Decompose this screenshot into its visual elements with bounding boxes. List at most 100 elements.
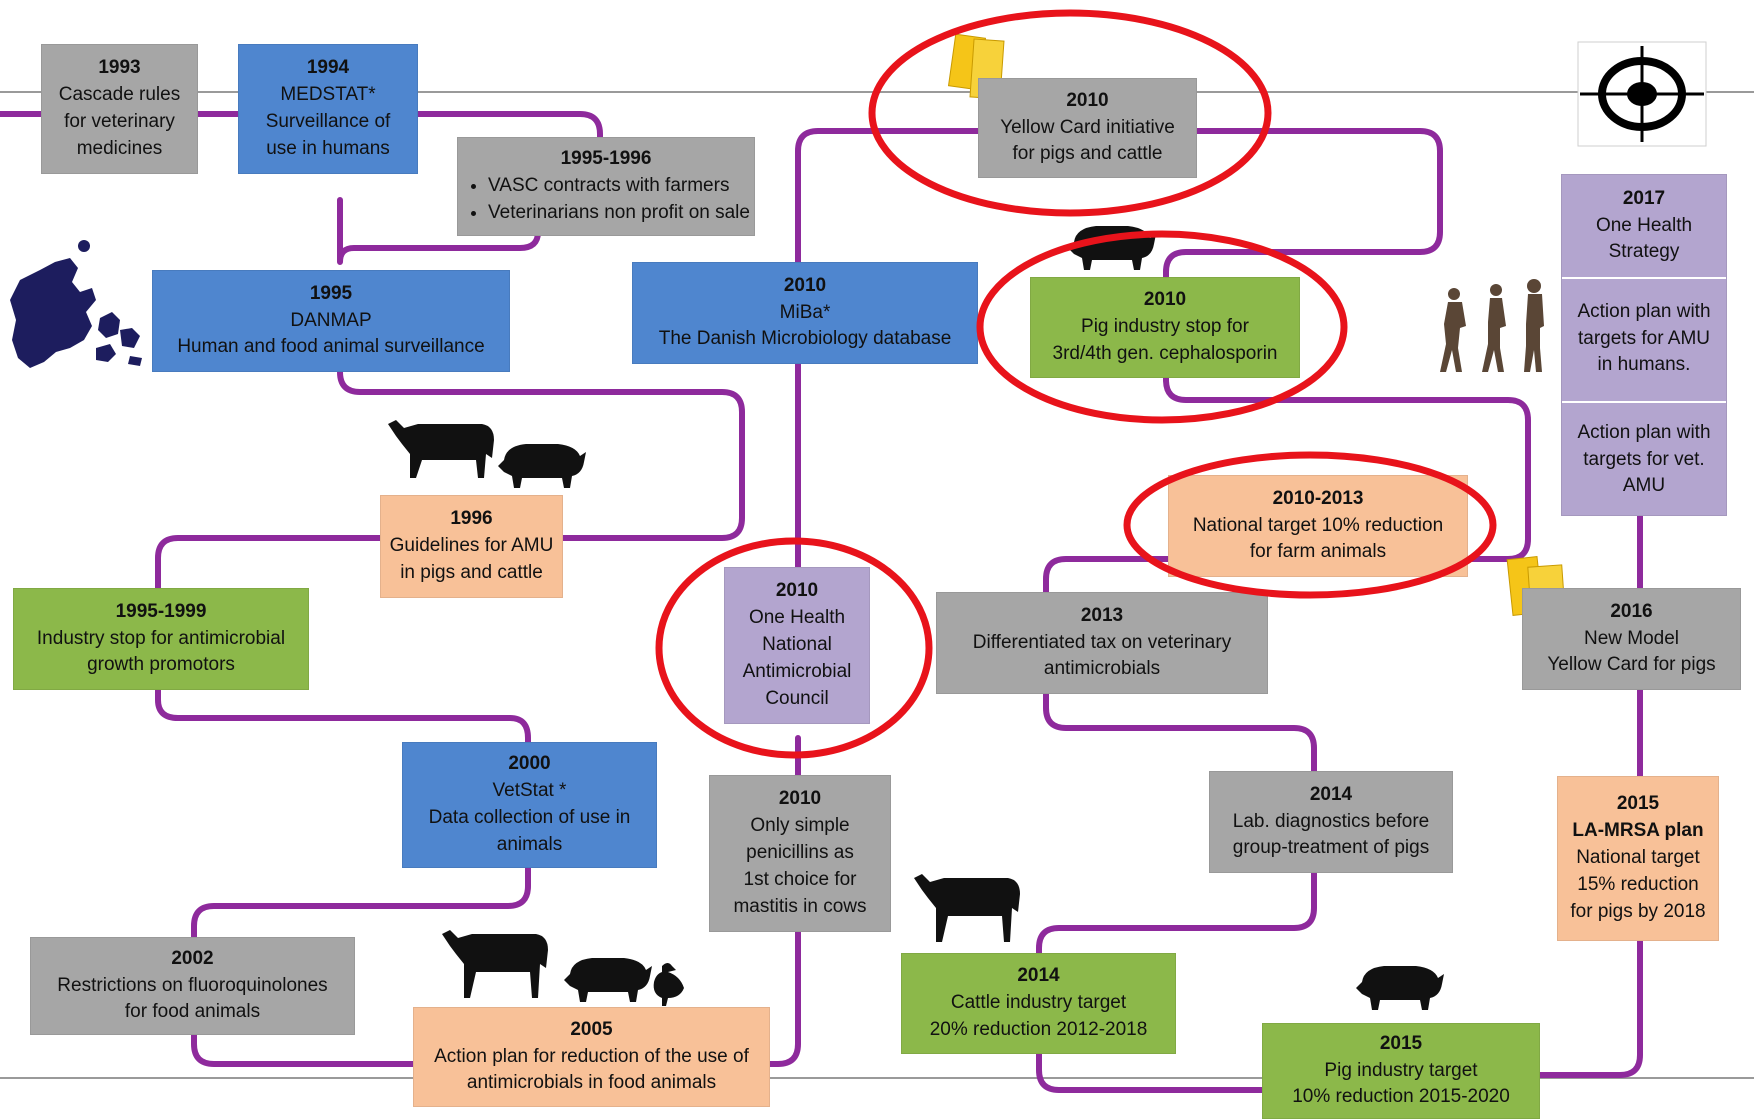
event-year: 2005	[570, 1018, 613, 1040]
event-year: 1995	[309, 282, 353, 304]
event-1994-medstat: 1994 MEDSTAT* Surveillance of use in hum…	[238, 44, 418, 174]
section-divider	[1562, 277, 1726, 279]
event-text: AMU	[1622, 475, 1666, 497]
event-year: 1994	[306, 57, 350, 79]
event-text: VetStat *	[492, 780, 567, 802]
event-text: 1st choice for	[743, 868, 857, 890]
highlight-ellipse-pig-industry-stop	[976, 230, 1348, 424]
section-divider	[1562, 401, 1726, 403]
pig-icon	[1356, 966, 1444, 1010]
event-text: group-treatment of pigs	[1232, 837, 1430, 859]
event-2010-one-health-council: 2010 One Health National Antimicrobial C…	[724, 567, 870, 724]
event-text: Pig industry target	[1324, 1059, 1478, 1081]
target-icon	[1577, 41, 1707, 147]
event-text: medicines	[76, 137, 163, 159]
event-text: Strategy	[1608, 241, 1680, 263]
event-text: One Health	[1595, 214, 1693, 236]
event-text: New Model	[1583, 627, 1680, 649]
event-text: National target	[1576, 847, 1700, 869]
event-2005-action-plan: 2005 Action plan for reduction of the us…	[413, 1007, 770, 1107]
event-1995-1996-vasc: 1995-1996 VASC contracts with farmers Ve…	[457, 137, 755, 236]
event-2014-cattle-target: 2014 Cattle industry target 20% reductio…	[901, 953, 1176, 1054]
event-text: MEDSTAT*	[280, 84, 376, 106]
event-text: Guidelines for AMU	[389, 535, 554, 557]
event-2000-vetstat: 2000 VetStat * Data collection of use in…	[402, 742, 657, 868]
highlight-ellipse-one-health-council	[655, 537, 933, 759]
event-year: 2015	[1379, 1032, 1423, 1054]
event-year: 2014	[1309, 783, 1353, 805]
event-text: 10% reduction 2015-2020	[1292, 1086, 1510, 1108]
event-year: 2010	[1143, 289, 1187, 311]
pig-icon	[498, 444, 586, 488]
event-text: use in humans	[266, 137, 390, 159]
highlight-ellipse-national-target	[1123, 451, 1497, 599]
event-text: antimicrobials	[1043, 658, 1161, 680]
event-text: National target 10% reduction	[1192, 514, 1444, 536]
event-text: Yellow Card for pigs	[1547, 654, 1716, 676]
event-year: 2002	[171, 947, 214, 969]
event-text: in humans.	[1597, 354, 1691, 376]
event-text: Action plan with	[1577, 300, 1711, 322]
event-2015-la-mrsa-plan: 2015 LA-MRSA plan National target 15% re…	[1557, 776, 1719, 941]
vet-action-plan-section: Action plan with targets for vet. AMU	[1562, 403, 1726, 517]
event-text: animals	[496, 833, 563, 855]
cow-icon	[388, 420, 494, 478]
event-year: 2013	[1080, 604, 1124, 626]
event-text: for pigs and cattle	[1012, 143, 1163, 165]
event-text: antimicrobials in food animals	[466, 1072, 717, 1094]
cow-icon	[442, 930, 548, 998]
chicken-icon	[653, 963, 684, 1006]
event-2013-differentiated-tax: 2013 Differentiated tax on veterinary an…	[936, 592, 1268, 694]
event-text: Antimicrobial	[742, 660, 852, 682]
event-text: Industry stop for antimicrobial	[36, 627, 286, 649]
event-text: for food animals	[124, 1001, 261, 1023]
event-text: 3rd/4th gen. cephalosporin	[1052, 342, 1278, 364]
event-text: One Health	[748, 607, 846, 629]
event-year: 2010	[778, 788, 822, 810]
pig-icon	[564, 958, 652, 1002]
event-2010-pig-industry-stop: 2010 Pig industry stop for 3rd/4th gen. …	[1030, 277, 1300, 378]
strategy-section: 2017 One Health Strategy	[1562, 175, 1726, 277]
event-text: Only simple	[750, 815, 850, 837]
event-text: Council	[765, 687, 829, 709]
event-text: MiBa*	[779, 301, 831, 323]
event-2014-lab-diagnostics: 2014 Lab. diagnostics before group-treat…	[1209, 771, 1453, 873]
event-text: targets for AMU	[1578, 327, 1710, 349]
event-2017-one-health-strategy: 2017 One Health Strategy Action plan wit…	[1561, 174, 1727, 516]
event-1993-cascade-rules: 1993 Cascade rules for veterinary medici…	[41, 44, 198, 174]
event-2010-2013-national-target: 2010-2013 National target 10% reduction …	[1168, 475, 1468, 577]
event-1995-danmap: 1995 DANMAP Human and food animal survei…	[152, 270, 510, 372]
event-text: Restrictions on fluoroquinolones	[57, 974, 328, 996]
event-bullet: Veterinarians non profit on sale	[488, 200, 750, 227]
event-title: LA-MRSA plan	[1572, 820, 1704, 842]
event-text: Lab. diagnostics before	[1232, 810, 1430, 832]
event-year: 1995-1999	[115, 600, 207, 622]
event-year: 2010	[775, 580, 819, 602]
event-1996-guidelines: 1996 Guidelines for AMU in pigs and catt…	[380, 495, 563, 598]
event-bullet-list: VASC contracts with farmers Veterinarian…	[462, 173, 750, 227]
event-text: Surveillance of	[265, 111, 391, 132]
event-text: penicillins as	[746, 842, 854, 864]
event-2010-simple-penicillins: 2010 Only simple penicillins as 1st choi…	[709, 775, 891, 932]
event-text: Human and food animal surveillance	[177, 336, 485, 358]
event-2015-pig-industry-target: 2015 Pig industry target 10% reduction 2…	[1262, 1023, 1540, 1119]
event-text: mastitis in cows	[733, 895, 867, 917]
event-text: for pigs by 2018	[1570, 900, 1706, 922]
event-text: in pigs and cattle	[400, 561, 543, 583]
event-text: targets for vet.	[1583, 448, 1705, 470]
cow-icon	[914, 874, 1020, 942]
event-text: Yellow Card initiative	[1000, 116, 1175, 138]
event-text: for veterinary	[64, 111, 175, 132]
event-year: 2016	[1610, 600, 1653, 622]
event-year: 1995-1996	[560, 148, 652, 170]
event-2002-fluoroquinolones: 2002 Restrictions on fluoroquinolones fo…	[30, 937, 355, 1035]
event-year: 2015	[1616, 793, 1660, 815]
human-action-plan-section: Action plan with targets for AMU in huma…	[1562, 279, 1726, 399]
event-year: 2014	[1017, 965, 1060, 987]
event-1995-1999-industry-stop: 1995-1999 Industry stop for antimicrobia…	[13, 588, 309, 690]
event-year: 2010-2013	[1272, 487, 1364, 509]
event-text: Pig industry stop for	[1081, 316, 1249, 338]
